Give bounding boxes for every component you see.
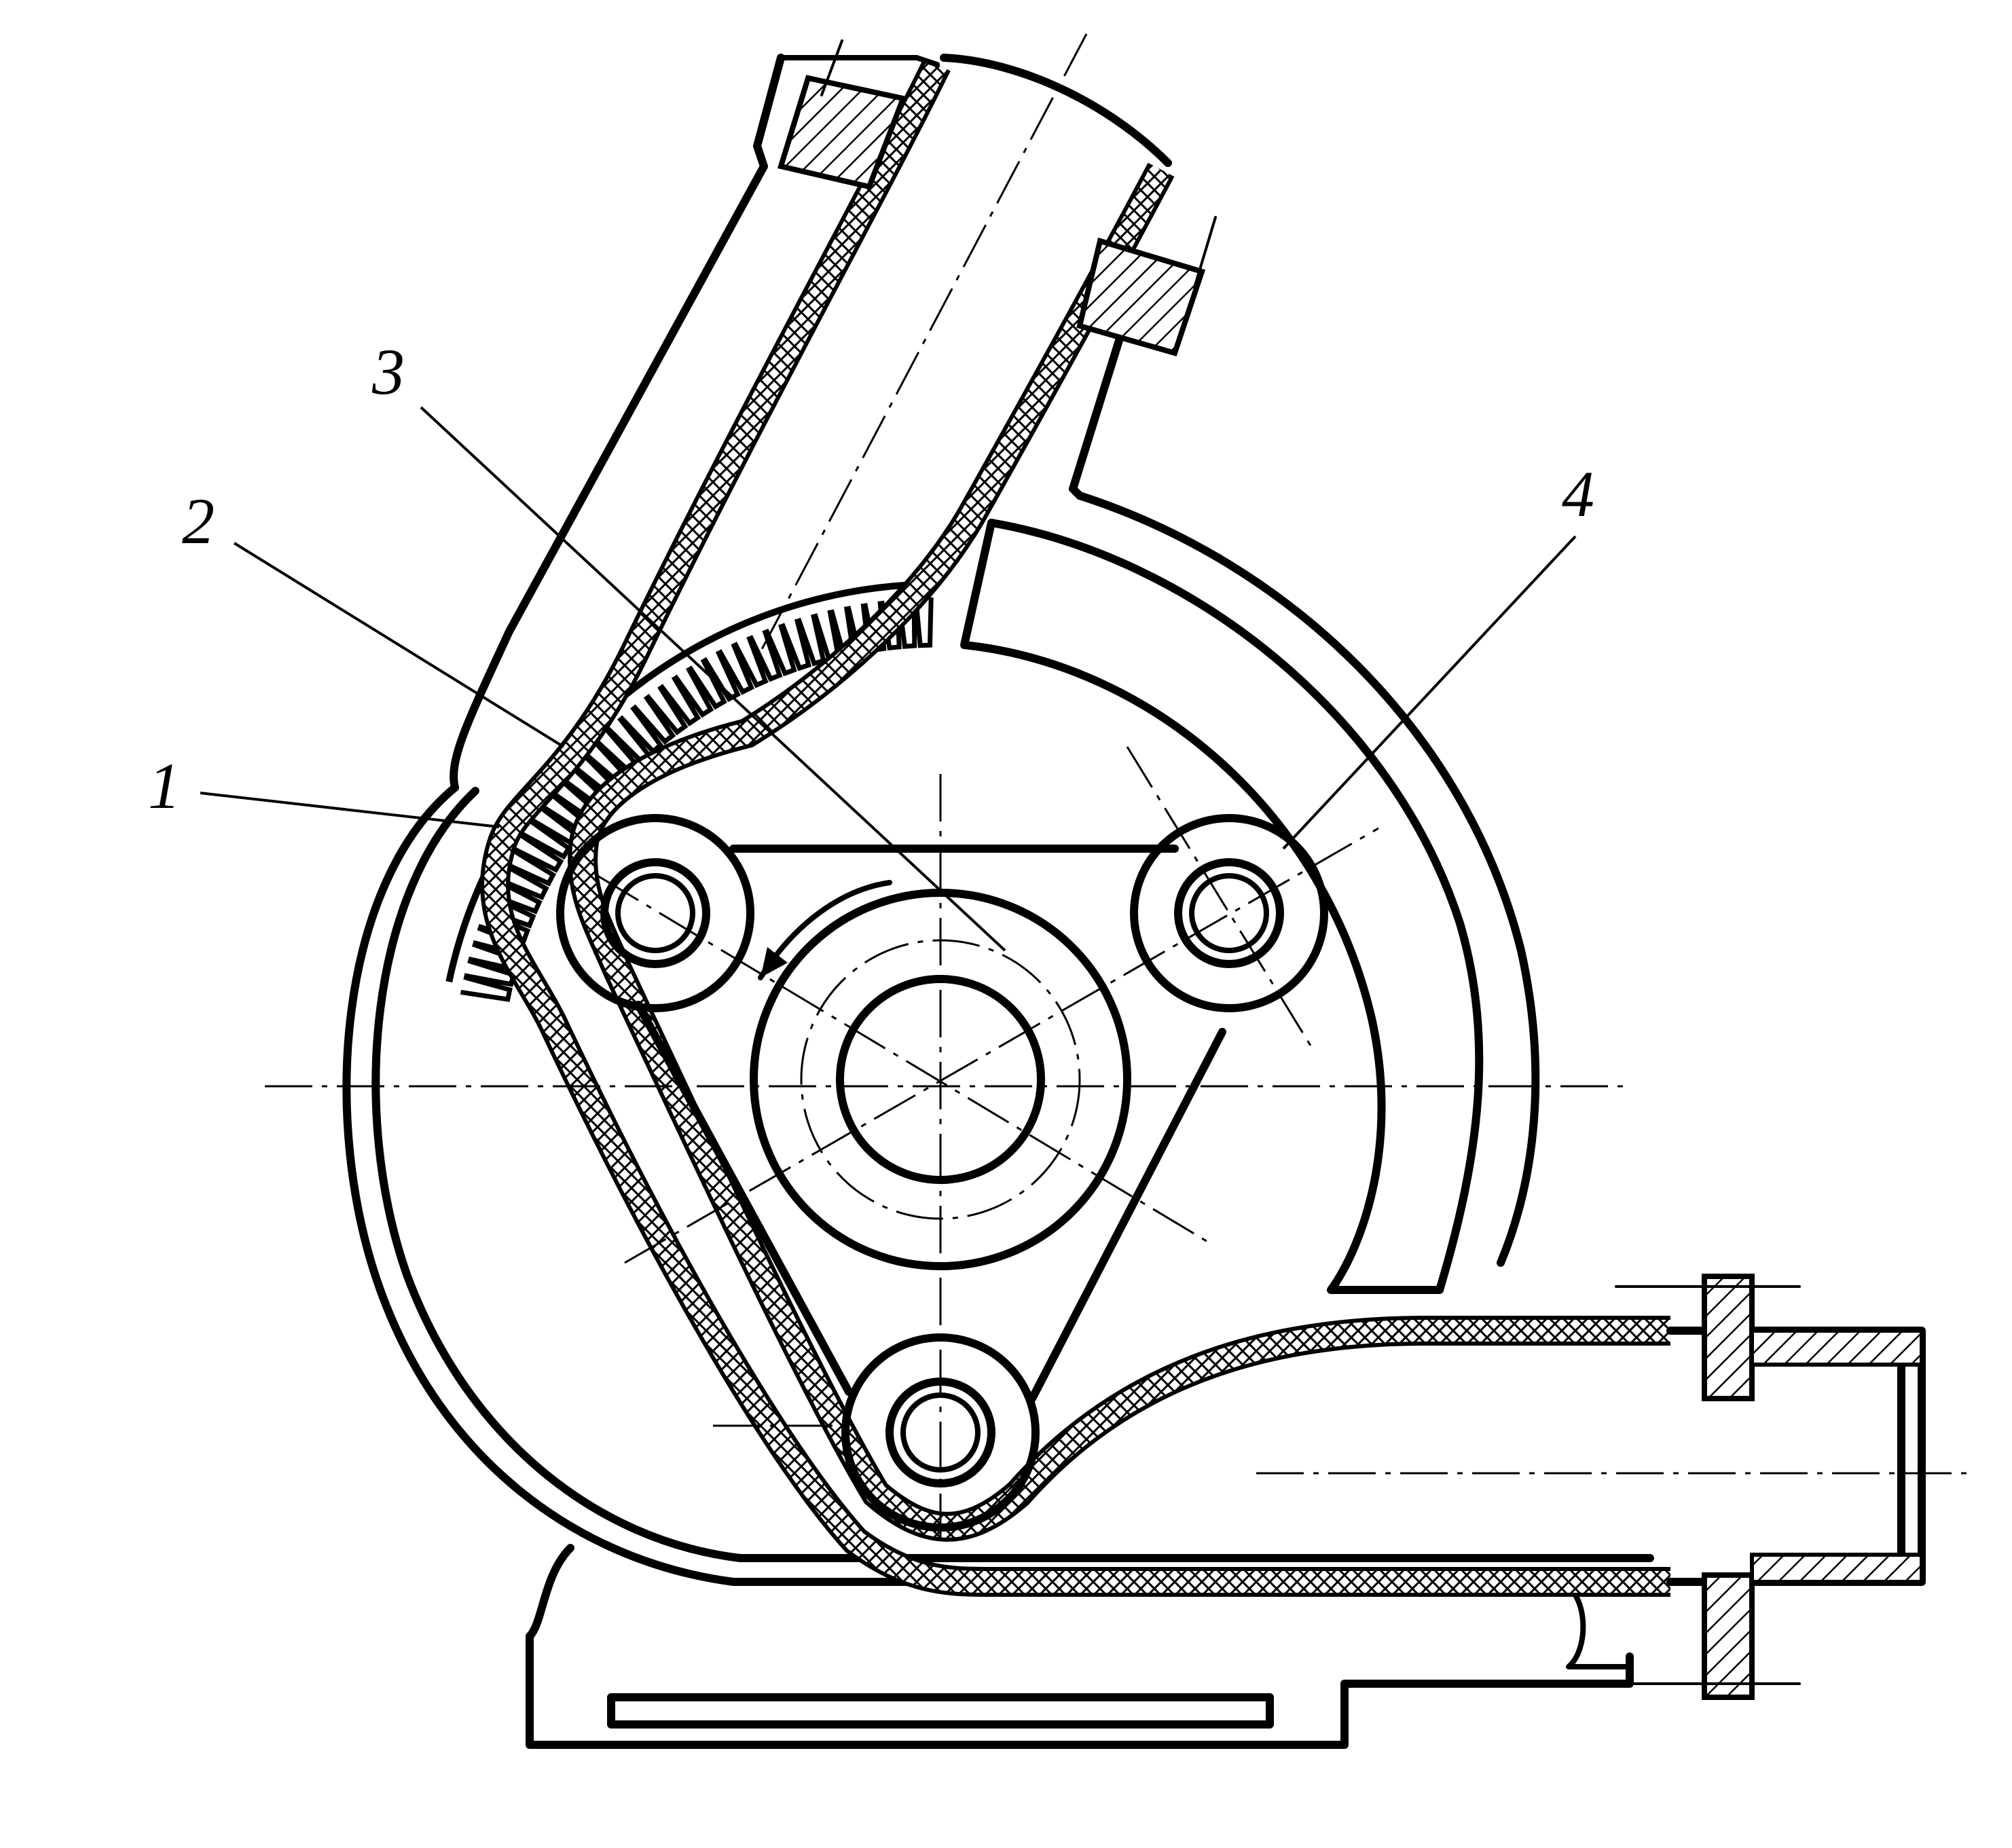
pump-housing bbox=[342, 54, 1675, 1749]
callout-4: 4 bbox=[1562, 458, 1594, 530]
callouts: 1 2 3 4 bbox=[148, 335, 1594, 952]
flexible-hose bbox=[480, 54, 1926, 1597]
center-lines bbox=[265, 33, 1969, 1541]
outlet-flange bbox=[1615, 1274, 1924, 1700]
callout-1: 1 bbox=[148, 750, 181, 822]
roller-top-left bbox=[556, 814, 754, 1012]
inlet-flange bbox=[777, 39, 1217, 356]
roller-top-right bbox=[1130, 814, 1328, 1012]
callout-3: 3 bbox=[371, 335, 405, 408]
callout-2: 2 bbox=[182, 485, 215, 557]
